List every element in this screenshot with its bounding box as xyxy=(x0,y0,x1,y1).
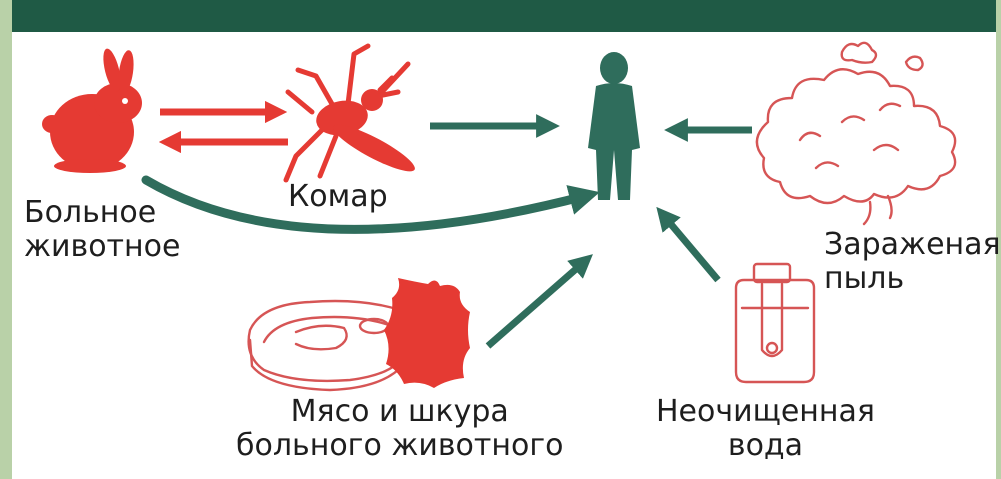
human-silhouette-icon xyxy=(588,52,640,200)
arrow-meat-to-human xyxy=(488,262,584,346)
label-sick-animal-line1: Больное xyxy=(24,196,180,230)
rabbit-icon xyxy=(42,47,142,173)
label-dust-line1: Зараженая xyxy=(824,228,1001,262)
label-meat-hide: Мясо и шкура больного животного xyxy=(236,395,563,462)
label-water: Неочищенная вода xyxy=(656,395,875,462)
label-sick-animal: Больное животное xyxy=(24,196,180,263)
label-sick-animal-line2: животное xyxy=(24,230,180,264)
dust-cloud-icon xyxy=(757,43,955,224)
meat-steak-icon xyxy=(249,301,409,390)
label-mosquito: Комар xyxy=(288,180,388,214)
label-water-line1: Неочищенная xyxy=(656,395,875,429)
label-meat-hide-line1: Мясо и шкура xyxy=(236,395,563,429)
animal-hide-icon xyxy=(384,278,470,388)
label-dust-line2: пыль xyxy=(824,262,1001,296)
label-dust: Зараженая пыль xyxy=(824,228,1001,295)
water-canister-icon xyxy=(736,264,814,382)
mosquito-icon xyxy=(286,46,419,180)
label-meat-hide-line2: больного животного xyxy=(236,429,563,463)
label-water-line2: вода xyxy=(656,429,875,463)
arrow-water-to-human xyxy=(664,216,718,280)
